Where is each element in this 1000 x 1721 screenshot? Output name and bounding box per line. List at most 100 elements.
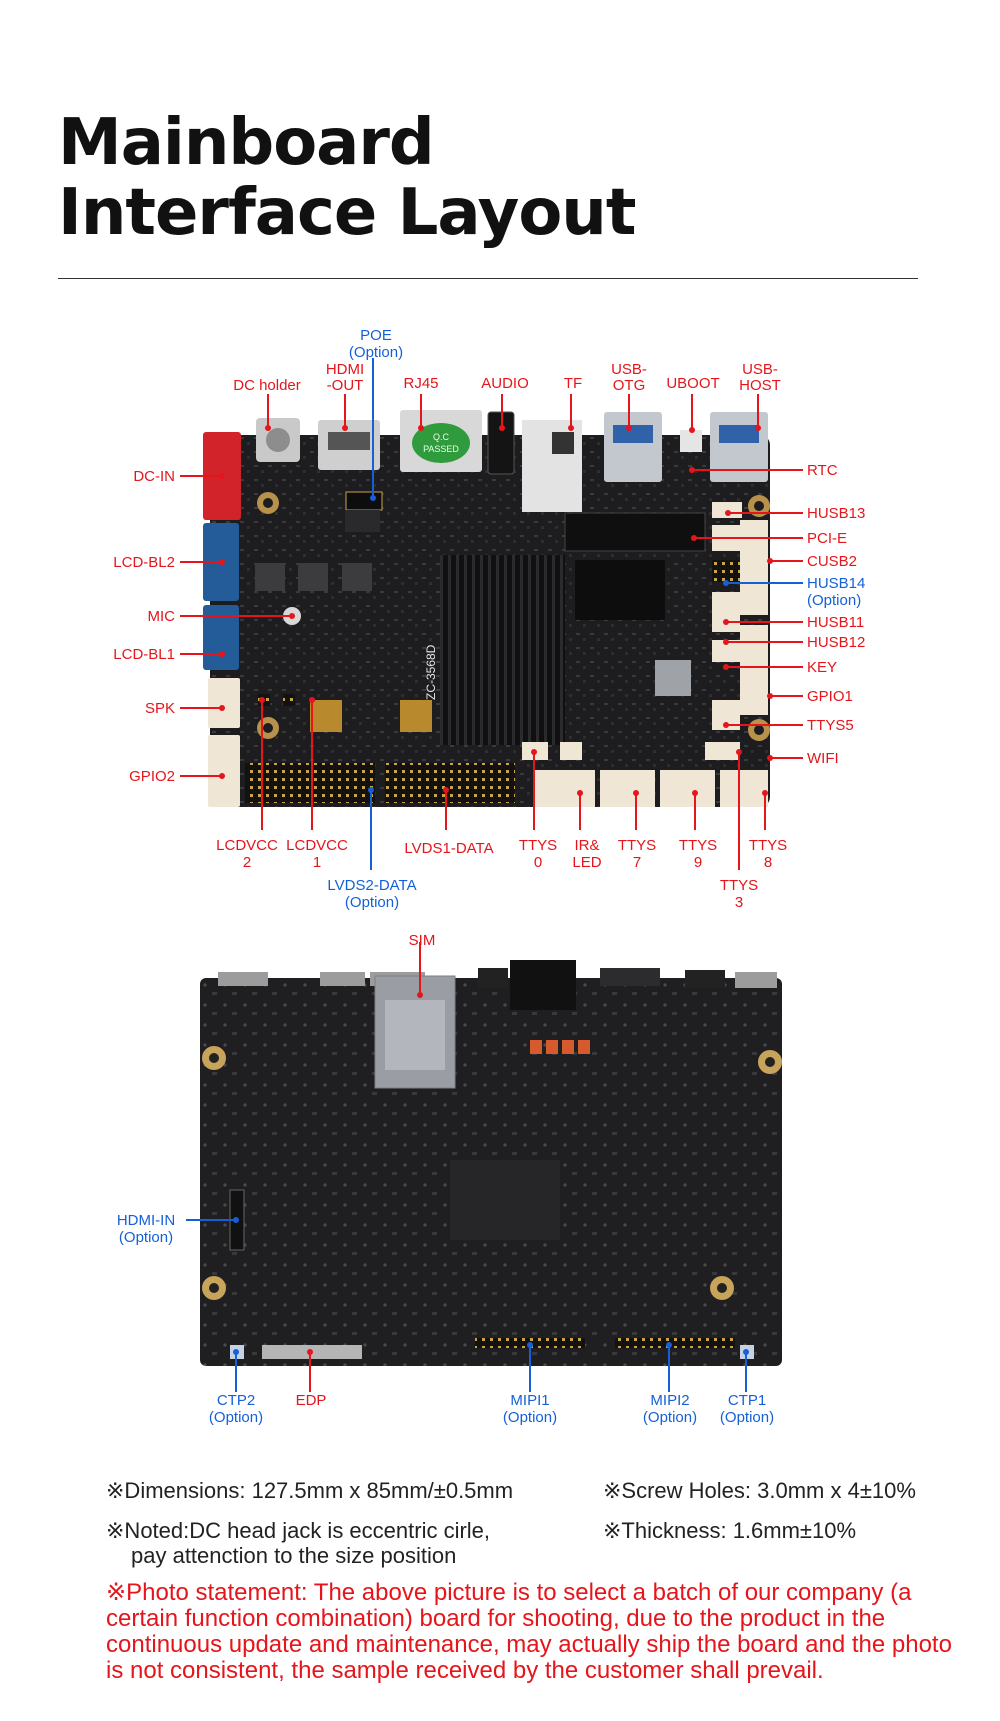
label-hdmi-out-2: -OUT [327,377,364,394]
label-uboot: UBOOT [666,375,719,392]
label-lcdvcc2-1: LCDVCC [216,837,278,854]
label-spk: SPK [145,700,175,717]
note-dimensions: ※Dimensions: 127.5mm x 85mm/±0.5mm [106,1478,514,1503]
label-mic: MIC [148,608,176,625]
husb11-12-connector [712,592,740,632]
uboot-button [680,430,702,452]
irled-connector [560,742,582,760]
inductor [298,563,328,591]
label-rtc: RTC [807,462,838,479]
label-hdmi-out-1: HDMI [326,361,364,378]
label-poe: POE [360,327,392,344]
photo-statement: ※Photo statement: The above picture is t… [106,1579,952,1684]
title-divider [58,278,918,279]
top-callouts [180,358,803,870]
label-ttys7-1: TTYS [618,837,656,854]
page-title-line1: Mainboard [58,106,435,180]
key-connector [712,640,740,662]
top-board-photo: Q.C PASSED [203,410,770,807]
ttys9-connector [660,770,715,807]
irled-connector-2 [535,770,595,807]
label-husb14-option: (Option) [807,592,861,609]
label-husb14: HUSB14 [807,575,865,592]
label-dc-in: DC-IN [133,468,175,485]
label-mipi2: MIPI2 [650,1392,689,1409]
label-ttys7-2: 7 [633,854,641,871]
label-ctp1: CTP1 [728,1392,766,1409]
label-lcd-bl2: LCD-BL2 [113,554,175,571]
label-lcdvcc2-2: 2 [243,854,251,871]
label-ttys5: TTYS5 [807,717,854,734]
inductor [255,563,285,591]
top-callout-labels: POE (Option) DC holder HDMI -OUT RJ45 AU… [113,327,865,911]
label-usb-otg-1: USB- [611,361,647,378]
label-cusb2: CUSB2 [807,553,857,570]
bottom-callout-labels: SIM HDMI-IN (Option) CTP2 (Option) EDP M… [117,932,774,1426]
label-ctp2-option: (Option) [209,1409,263,1426]
label-pci-e: PCI-E [807,530,847,547]
qc-text-2: PASSED [423,444,459,454]
ic-chip [400,700,432,732]
memory-chip [575,560,665,620]
note-screw-holes: ※Screw Holes: 3.0mm x 4±10% [603,1478,916,1503]
bottom-callouts [186,942,749,1392]
label-lvds2-data: LVDS2-DATA [327,877,416,894]
husb14-header [712,560,740,582]
label-ttys9-1: TTYS [679,837,717,854]
label-ttys0-1: TTYS [519,837,557,854]
board-id-silkscreen: ZC-3568D [424,644,438,700]
ttys8-connector [720,770,768,807]
label-usb-host-2: HOST [739,377,781,394]
label-tf: TF [564,375,582,392]
label-usb-otg-2: OTG [613,377,646,394]
ic-chip [310,700,342,732]
bottom-board-photo [200,960,782,1366]
label-ttys3-2: 3 [735,894,743,911]
label-usb-host-1: USB- [742,361,778,378]
ttys3-connector [705,742,740,760]
label-ctp1-option: (Option) [720,1409,774,1426]
inductor [342,563,372,591]
label-wifi: WIFI [807,750,839,767]
label-ttys8-1: TTYS [749,837,787,854]
label-hdmi-in-option: (Option) [119,1229,173,1246]
mipi2-header [615,1338,735,1348]
gpio2-connector [208,735,240,807]
label-ctp2: CTP2 [217,1392,255,1409]
note-noted-line2: pay attenction to the size position [131,1543,457,1568]
cusb2-side [740,520,768,615]
ic-chip [345,510,380,532]
label-ttys3-1: TTYS [720,877,758,894]
label-edp: EDP [296,1392,327,1409]
label-hdmi-in: HDMI-IN [117,1212,175,1229]
label-sim: SIM [409,932,436,949]
label-mipi1-option: (Option) [503,1409,557,1426]
label-lcd-bl1: LCD-BL1 [113,646,175,663]
label-irled-1: IR& [574,837,599,854]
lvds1-header [385,763,515,803]
gpio1-connector [740,625,768,715]
lcd-bl1-connector [203,605,239,670]
note-noted-line1: ※Noted:DC head jack is eccentric cirle, [106,1518,491,1543]
usb-host-port [710,412,768,482]
qr-code [552,432,574,454]
poe-header [345,491,383,511]
label-gpio2: GPIO2 [129,768,175,785]
ttys7-connector [600,770,655,807]
label-lcdvcc1-2: 1 [313,854,321,871]
label-husb12: HUSB12 [807,634,865,651]
spk-connector [208,678,240,728]
label-ttys8-2: 8 [764,854,772,871]
label-rj45: RJ45 [403,375,438,392]
page-title-line2: Interface Layout [58,176,636,250]
label-lvds1-data: LVDS1-DATA [404,840,493,857]
label-husb13: HUSB13 [807,505,865,522]
label-gpio1: GPIO1 [807,688,853,705]
qc-text-1: Q.C [433,432,450,442]
pci-e-slot [564,512,706,552]
label-dc-holder: DC holder [233,377,301,394]
cpu-heatsink [440,555,565,745]
label-irled-2: LED [572,854,601,871]
wifi-module [655,660,691,696]
usb-otg-port [604,412,662,482]
